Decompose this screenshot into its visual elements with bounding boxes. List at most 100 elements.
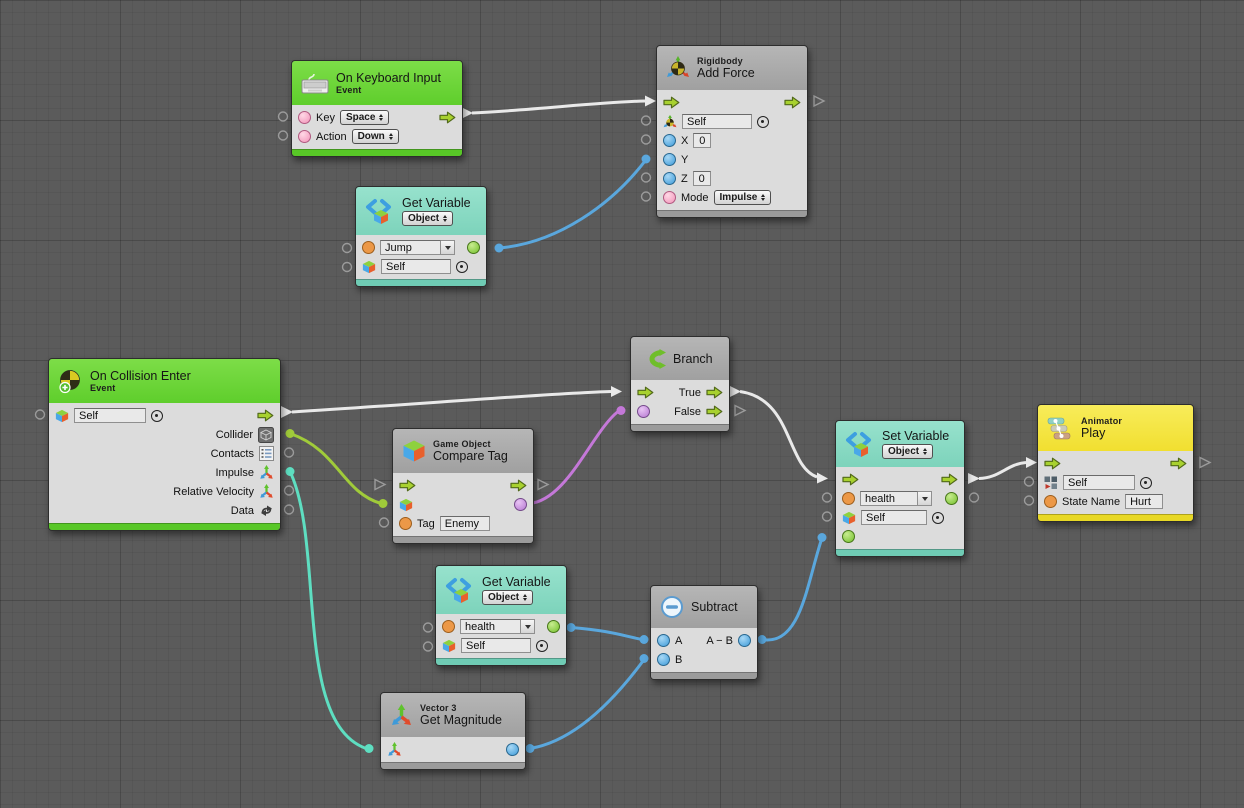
name-input-port[interactable] [442,620,455,633]
wire-comparetag-to-branch-false[interactable] [524,406,626,508]
flow-output-port[interactable] [1170,457,1187,470]
action-input-port[interactable] [298,130,311,143]
variable-scope-dropdown[interactable]: Object [882,444,934,460]
wire-getvariable-jump-to-addforce-y[interactable] [494,154,651,253]
a-input-port[interactable] [657,634,670,647]
bool-output-port[interactable] [514,498,527,511]
variable-name-combo[interactable]: health [860,491,932,506]
true-flow-output-port[interactable] [706,386,723,399]
wire-subtract-to-setvariable-value[interactable] [757,533,827,644]
result-output-port[interactable] [738,634,751,647]
target-field[interactable]: Self [682,114,752,129]
action-dropdown[interactable]: Down [351,129,399,144]
rigidbody-target-icon[interactable] [663,114,677,129]
combo-arrow-icon [521,619,535,634]
mode-dropdown[interactable]: Impulse [713,190,772,205]
node-subtract[interactable]: Subtract A A − B B [650,585,758,680]
node-get-magnitude[interactable]: Vector 3 Get Magnitude [380,692,526,770]
target-field[interactable]: Self [381,259,451,274]
flow-input-port[interactable] [399,479,416,492]
flow-output-port[interactable] [257,409,274,422]
wire-setvariable-to-animator[interactable] [968,457,1037,484]
false-flow-output-port[interactable] [706,405,723,418]
node-title: Get Magnitude [420,712,502,727]
node-branch[interactable]: Branch True False [630,336,730,432]
wire-collision-to-branch[interactable] [281,386,622,418]
z-field[interactable]: 0 [692,171,711,186]
vector3-icon [392,703,411,725]
magnitude-output-port[interactable] [506,743,519,756]
flow-output-port[interactable] [941,473,958,486]
state-name-field[interactable]: Hurt [1125,494,1164,509]
animator-target-icon[interactable] [1044,476,1058,490]
node-on-keyboard-input[interactable]: On Keyboard Input Event Key Space Action… [291,60,463,157]
variable-scope-dropdown[interactable]: Object [482,590,534,606]
node-title: On Keyboard Input [336,70,441,85]
wire-getmagnitude-to-subtract-b[interactable] [525,654,649,753]
node-get-variable-health[interactable]: Get Variable Object health Self [435,565,567,666]
wire-branch-true-to-setvariable[interactable] [729,385,828,484]
variable-scope-dropdown[interactable]: Object [402,211,454,227]
node-animator-play[interactable]: Animator Play Self State Name Hurt [1037,404,1194,522]
node-on-collision-enter[interactable]: On Collision Enter Event Self Collider C… [48,358,281,531]
node-title: On Collision Enter [90,368,191,383]
flow-input-port[interactable] [663,96,680,109]
target-field[interactable]: Self [74,408,146,423]
vector3-input-port[interactable] [387,742,402,757]
wire-keyboard-to-addforce[interactable] [461,95,656,120]
unconnected-port-indicators[interactable] [34,94,1212,652]
key-input-port[interactable] [298,111,311,124]
node-rigidbody-add-force[interactable]: Rigidbody Add Force Self X 0 Y [656,45,808,218]
object-picker-icon[interactable] [456,260,468,273]
flow-output-port[interactable] [784,96,801,109]
game-object-icon [362,260,376,273]
action-label: Action [316,130,347,143]
value-output-port[interactable] [945,492,958,505]
node-get-variable-jump[interactable]: Get Variable Object Jump Self [355,186,487,287]
new-value-input-port[interactable] [842,530,855,543]
dropdown-arrows-icon [443,213,447,224]
data-icon [261,505,272,516]
object-picker-icon[interactable] [536,639,548,652]
wire-collider-to-comparetag[interactable] [285,429,388,508]
variable-name-combo[interactable]: health [460,619,535,634]
node-compare-tag[interactable]: Game Object Compare Tag Tag Enemy [392,428,534,544]
x-field[interactable]: 0 [693,133,712,148]
flow-input-port[interactable] [637,386,654,399]
game-object-icon [442,639,456,652]
condition-input-port[interactable] [637,405,650,418]
rigidbody-icon [667,56,689,77]
node-set-variable[interactable]: Set Variable Object health Self [835,420,965,557]
flow-input-port[interactable] [1044,457,1061,470]
name-input-port[interactable] [842,492,855,505]
y-input-port[interactable] [663,153,676,166]
x-input-port[interactable] [663,134,676,147]
flow-input-port[interactable] [842,473,859,486]
value-output-port[interactable] [547,620,560,633]
target-field[interactable]: Self [1063,475,1135,490]
mode-input-port[interactable] [663,191,676,204]
wire-getvariable-health-to-subtract-a[interactable] [566,623,649,644]
flow-output-port[interactable] [510,479,527,492]
name-input-port[interactable] [362,241,375,254]
key-dropdown[interactable]: Space [339,110,390,125]
wire-impulse-to-getmagnitude[interactable] [285,467,374,753]
object-picker-icon[interactable] [757,115,769,128]
object-picker-icon[interactable] [151,409,163,422]
tag-field[interactable]: Enemy [439,516,490,531]
a-label: A [675,634,683,647]
flow-output-port[interactable] [439,111,456,124]
b-input-port[interactable] [657,653,670,666]
target-field[interactable]: Self [861,510,927,525]
target-field[interactable]: Self [461,638,531,653]
value-output-port[interactable] [467,241,480,254]
game-object-input-port[interactable] [399,498,413,512]
variable-name-combo[interactable]: Jump [380,240,455,255]
z-input-port[interactable] [663,172,676,185]
object-picker-icon[interactable] [1140,476,1152,489]
object-picker-icon[interactable] [932,511,944,524]
tag-input-port[interactable] [399,517,412,530]
variable-icon [446,577,471,603]
state-name-input-port[interactable] [1044,495,1057,508]
